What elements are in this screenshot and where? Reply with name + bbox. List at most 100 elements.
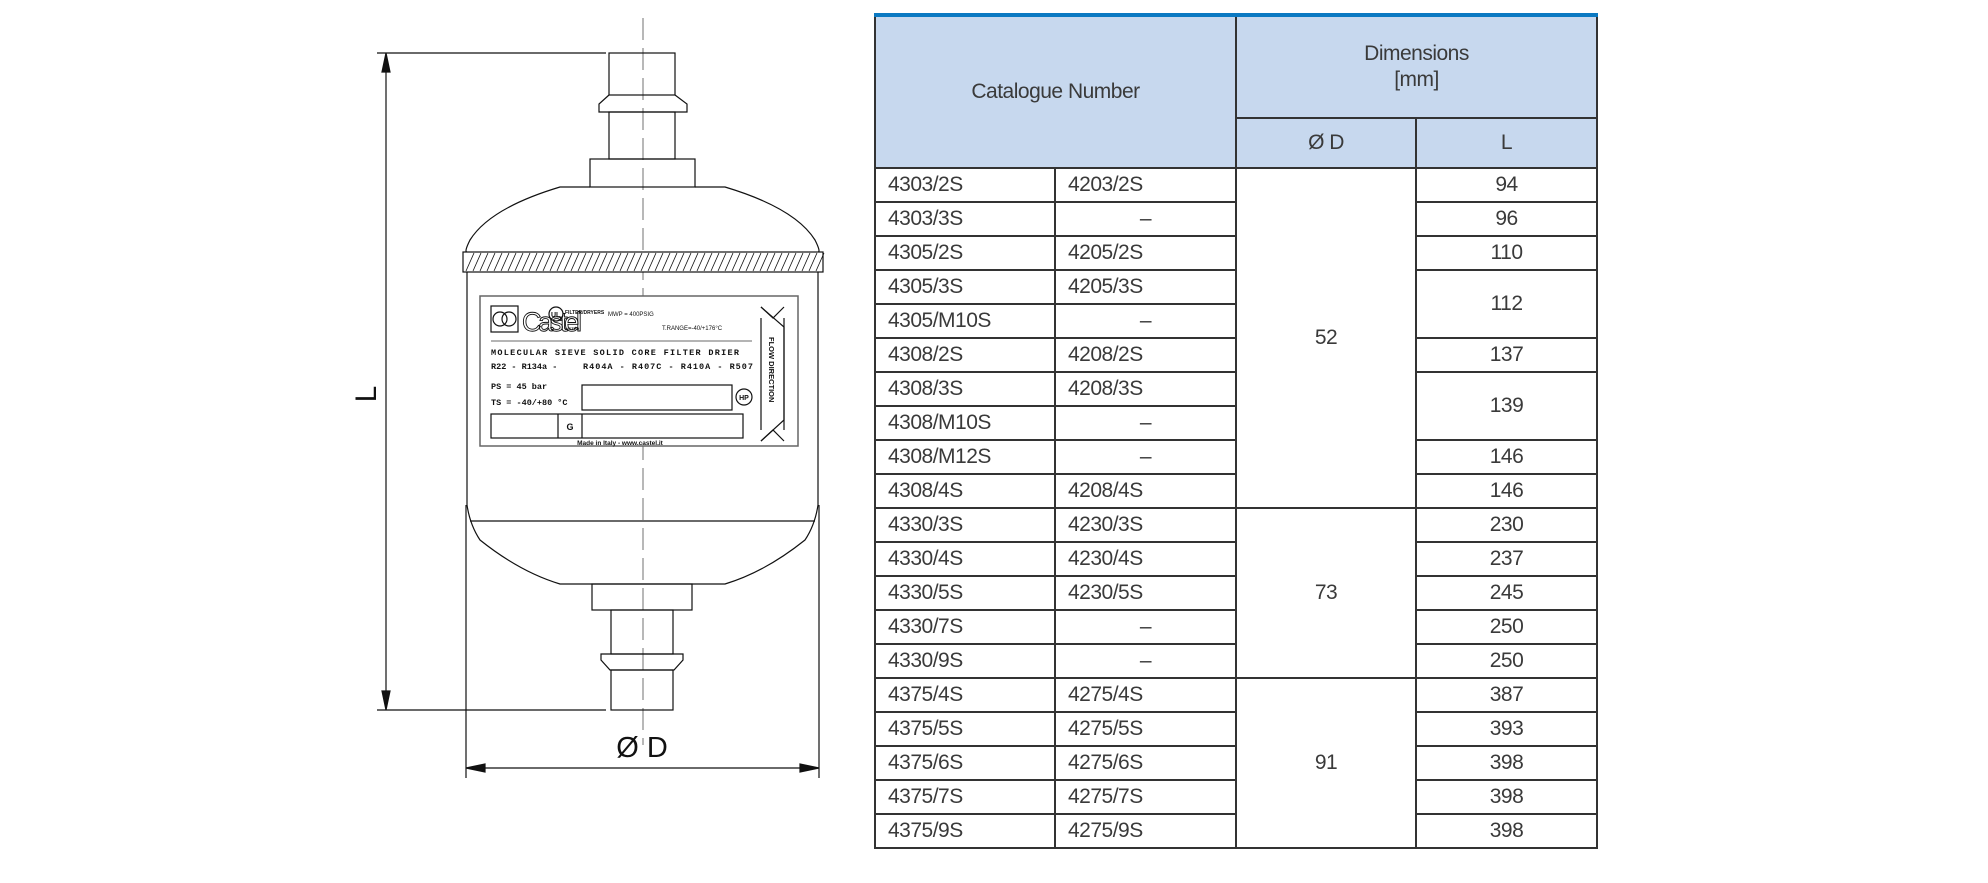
hatch-line xyxy=(514,252,524,272)
length-cell: 387 xyxy=(1415,677,1599,713)
length-cell: 245 xyxy=(1415,575,1599,611)
hatch-line xyxy=(521,252,531,272)
trange-label: T.RANGE=-40/+176°C xyxy=(662,326,723,332)
mwp-label: MWP = 400PSIG xyxy=(608,312,654,318)
hatch-line xyxy=(675,252,685,272)
hatch-line xyxy=(745,252,755,272)
hatch-line xyxy=(563,252,573,272)
ul-text: FILTER/DRYERS xyxy=(565,310,605,316)
catalogue-number-cell: 4308/M10S xyxy=(874,405,1056,441)
catalogue-number-cell: 4308/4S xyxy=(874,473,1056,509)
hatch-line xyxy=(738,252,748,272)
hatch-line xyxy=(612,252,622,272)
hatch-line xyxy=(801,252,811,272)
alt-catalogue-number-cell: 4275/5S xyxy=(1053,711,1238,747)
table-row: 4303/3S–96 xyxy=(874,201,1599,237)
weld-hatching xyxy=(465,252,825,272)
hatch-line xyxy=(591,252,601,272)
length-cell: 137 xyxy=(1415,337,1599,373)
length-label: L xyxy=(350,386,383,403)
catalogue-number-cell: 4308/M12S xyxy=(874,439,1056,475)
hatch-line xyxy=(759,252,769,272)
filter-drier-drawing: Castel UL FILTER/DRYERS LISTED MWP = 400… xyxy=(0,0,870,883)
catalogue-number-cell: 4308/2S xyxy=(874,337,1056,373)
nameplate-line1: MOLECULAR SIEVE SOLID CORE FILTER DRIER xyxy=(491,348,740,358)
length-cell: 237 xyxy=(1415,541,1599,577)
alt-catalogue-number-cell: – xyxy=(1053,405,1238,441)
length-cell: 398 xyxy=(1415,813,1599,849)
hatch-line xyxy=(717,252,727,272)
catalogue-number-cell: 4305/2S xyxy=(874,235,1056,271)
catalogue-number-cell: 4303/3S xyxy=(874,201,1056,237)
hatch-line xyxy=(780,252,790,272)
hatch-line xyxy=(661,252,671,272)
length-dimension xyxy=(377,52,606,711)
catalogue-number-cell: 4305/3S xyxy=(874,269,1056,305)
ul-mark: UL xyxy=(551,312,561,319)
catalogue-number-cell: 4375/4S xyxy=(874,677,1056,713)
nameplate-line2-right: R404A - R407C - R410A - R507 xyxy=(583,362,753,372)
catalogue-number-cell: 4308/3S xyxy=(874,371,1056,407)
hatch-line xyxy=(465,252,475,272)
alt-catalogue-number-cell: 4230/4S xyxy=(1053,541,1238,577)
hatch-line xyxy=(773,252,783,272)
alt-catalogue-number-cell: 4275/9S xyxy=(1053,813,1238,849)
length-cell: 230 xyxy=(1415,507,1599,543)
hatch-line xyxy=(528,252,538,272)
length-cell: 146 xyxy=(1415,473,1599,509)
flow-direction-label: FLOW DIRECTION xyxy=(767,337,776,402)
alt-catalogue-number-cell: – xyxy=(1053,609,1238,645)
hatch-line xyxy=(493,252,503,272)
header-dimensions: Dimensions [mm] xyxy=(1235,13,1599,119)
catalogue-number-cell: 4305/M10S xyxy=(874,303,1056,339)
hatch-line xyxy=(682,252,692,272)
header-dimensions-unit: [mm] xyxy=(1394,68,1439,91)
ul-listed: LISTED xyxy=(565,326,579,331)
alt-catalogue-number-cell: 4205/2S xyxy=(1053,235,1238,271)
alt-catalogue-number-cell: – xyxy=(1053,643,1238,679)
hatch-line xyxy=(689,252,699,272)
ts-label: TS = -40/+80 °C xyxy=(491,398,568,408)
catalogue-number-cell: 4375/7S xyxy=(874,779,1056,815)
hatch-line xyxy=(626,252,636,272)
hatch-line xyxy=(766,252,776,272)
table-row: 4308/M12S–146 xyxy=(874,439,1599,475)
length-cell: 398 xyxy=(1415,779,1599,815)
length-cell: 393 xyxy=(1415,711,1599,747)
hatch-line xyxy=(500,252,510,272)
length-cell: 250 xyxy=(1415,609,1599,645)
hatch-line xyxy=(486,252,496,272)
alt-catalogue-number-cell: 4208/3S xyxy=(1053,371,1238,407)
hatch-line xyxy=(731,252,741,272)
alt-catalogue-number-cell: – xyxy=(1053,201,1238,237)
catalogue-number-cell: 4330/9S xyxy=(874,643,1056,679)
nameplate-footer: Made in Italy - www.castel.it xyxy=(577,440,664,447)
length-cell: 250 xyxy=(1415,643,1599,679)
hatch-line xyxy=(556,252,566,272)
hatch-line xyxy=(598,252,608,272)
hatch-line xyxy=(549,252,559,272)
hatch-line xyxy=(542,252,552,272)
alt-catalogue-number-cell: – xyxy=(1053,303,1238,339)
table-row: 4308/M10S– xyxy=(874,405,1597,441)
alt-catalogue-number-cell: 4230/3S xyxy=(1053,507,1238,543)
hatch-line xyxy=(472,252,482,272)
header-length: L xyxy=(1415,117,1599,169)
nameplate xyxy=(479,295,799,447)
hatch-line xyxy=(507,252,517,272)
catalogue-number-cell: 4330/5S xyxy=(874,575,1056,611)
hatch-line xyxy=(633,252,643,272)
length-cell: 94 xyxy=(1415,167,1599,203)
length-cell: 112 xyxy=(1415,269,1599,339)
hatch-line xyxy=(479,252,489,272)
